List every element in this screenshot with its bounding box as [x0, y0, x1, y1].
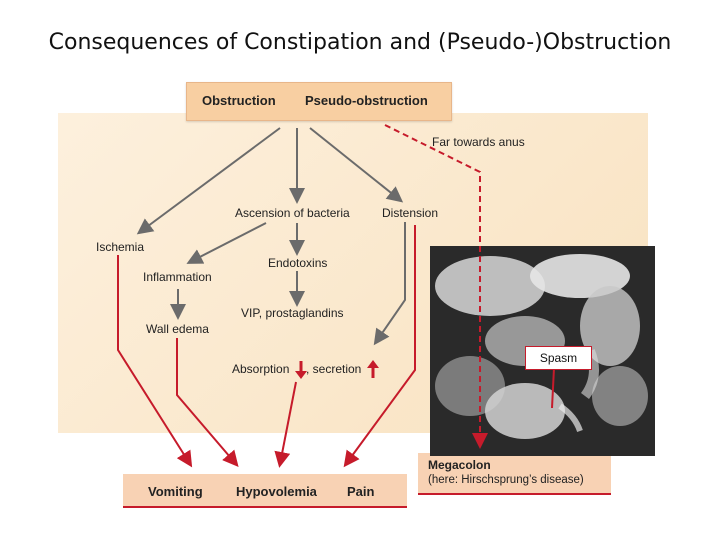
spasm-callout: Spasm: [525, 346, 592, 370]
hirschsprung-note: (here: Hirschsprung’s disease): [428, 474, 584, 486]
inflammation-label: Inflammation: [143, 270, 212, 284]
megacolon-label: Megacolon: [428, 458, 491, 472]
secretion-label: , secretion: [306, 362, 361, 376]
obstruction-label: Obstruction: [202, 93, 276, 108]
pain-label: Pain: [347, 484, 374, 499]
ischemia-label: Ischemia: [96, 240, 144, 254]
hypovolemia-label: Hypovolemia: [236, 484, 317, 499]
far-towards-anus-label: Far towards anus: [432, 135, 525, 149]
vip-label: VIP, prostaglandins: [241, 306, 344, 320]
endotoxins-label: Endotoxins: [268, 256, 327, 270]
ascension-label: Ascension of bacteria: [235, 206, 350, 220]
vomiting-label: Vomiting: [148, 484, 203, 499]
distension-label: Distension: [382, 206, 438, 220]
absorption-label: Absorption: [232, 362, 289, 376]
secretion-up-arrow: [367, 360, 379, 378]
wall-edema-label: Wall edema: [146, 322, 209, 336]
pseudo-obstruction-label: Pseudo-obstruction: [305, 93, 428, 108]
